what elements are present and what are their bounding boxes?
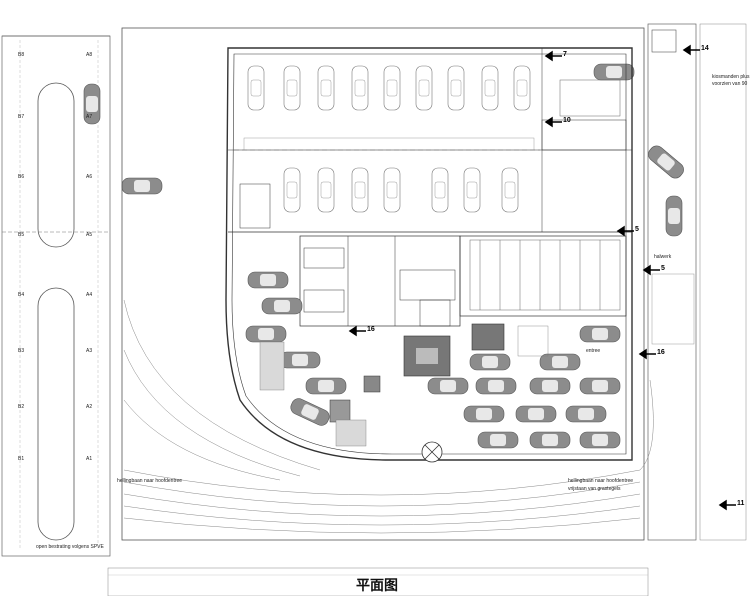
grid-left-4: B4 (18, 292, 25, 298)
grid-right-2: A6 (86, 174, 93, 180)
grid-left-2: B6 (18, 174, 25, 180)
marker-10: 10 (563, 117, 571, 124)
label-hellingbaan-right: hellingbaan naar hoofdentree (568, 478, 634, 484)
marker-5b: 5 (661, 265, 665, 272)
grid-left-5: B3 (18, 348, 25, 354)
grid-right-4: A4 (86, 292, 93, 298)
dark-blocks (259, 323, 549, 463)
marker-11: 11 (737, 500, 745, 507)
bottom-road (107, 567, 649, 596)
label-open-bestrating: open bestrating volgens SPVE (36, 544, 104, 550)
grid-left-0: B8 (18, 52, 25, 58)
grid-left-1: B7 (18, 114, 25, 120)
label-grastegels: vrijstaan van grastegels (568, 486, 621, 492)
marker-14: 14 (701, 45, 709, 52)
ramp-contours (123, 299, 654, 534)
parking-outline-cars (234, 65, 540, 213)
right-street (593, 23, 747, 541)
marker-5a: 5 (635, 226, 639, 233)
label-entree: entree (586, 348, 601, 354)
label-hellingbaan-left: hellingbaan naar hoofdentree (117, 478, 183, 484)
marker-16a: 16 (367, 326, 375, 333)
grid-right-1: A7 (86, 114, 93, 120)
page-title: 平面图 (356, 577, 398, 593)
grid-left-7: B1 (18, 456, 25, 462)
marker-16b: 16 (657, 349, 665, 356)
grid-left-3: B5 (18, 232, 25, 238)
label-kiosk-bottom: voorzien van 90 (712, 81, 748, 87)
marker-7: 7 (563, 51, 567, 58)
section-arrows (348, 44, 736, 511)
grid-left-6: B2 (18, 404, 25, 410)
building (225, 47, 633, 461)
grid-right-0: A8 (86, 52, 93, 58)
grid-right-3: A5 (86, 232, 93, 238)
grid-right-6: A2 (86, 404, 93, 410)
left-street (1, 35, 163, 557)
grid-right-5: A3 (86, 348, 93, 354)
label-kiosk-top: kiosmanden plus (712, 74, 750, 80)
label-halwerk: halwerk (654, 254, 672, 260)
grid-right-7: A1 (86, 456, 93, 462)
site-boundary (121, 27, 645, 541)
storage-shelving (469, 79, 621, 311)
